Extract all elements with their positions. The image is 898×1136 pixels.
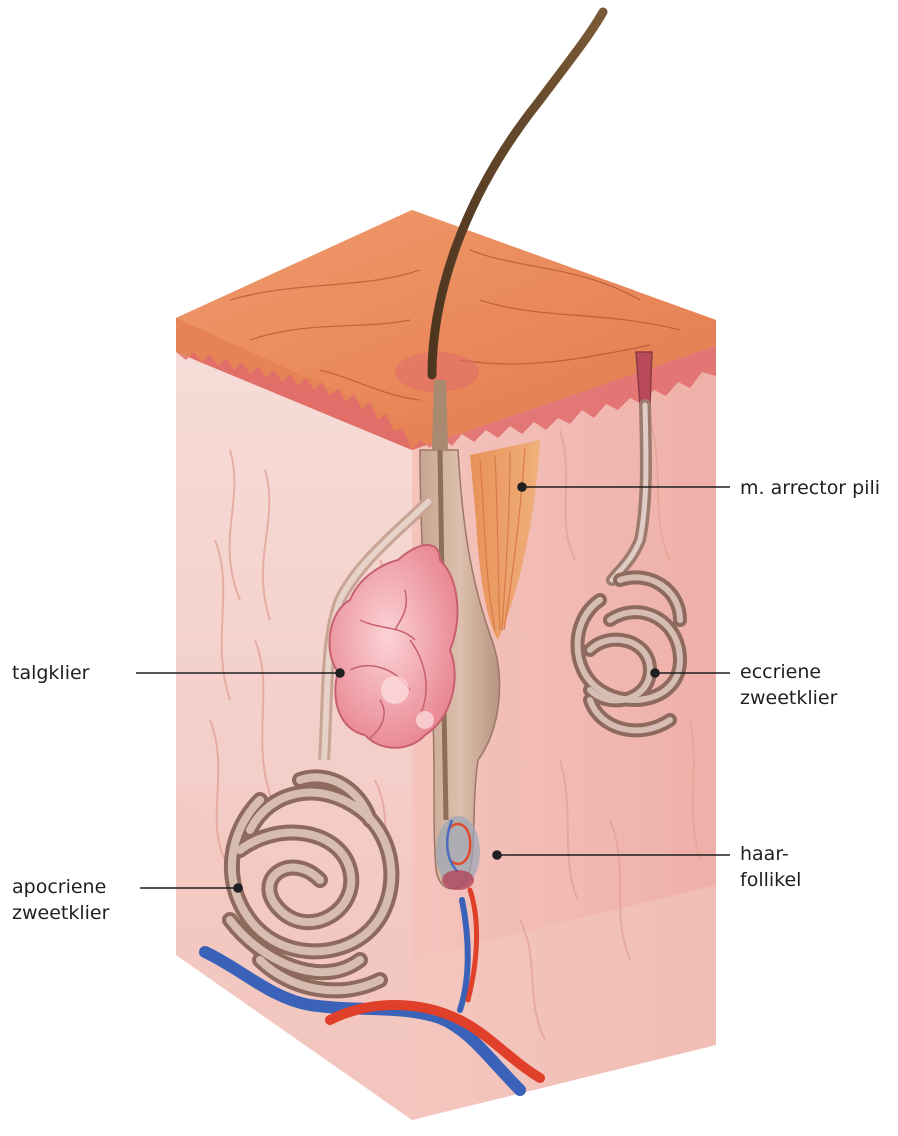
label-apocriene-line1: apocriene bbox=[12, 874, 109, 900]
pointer-apocrine bbox=[234, 884, 242, 892]
label-haarfollikel: haar- follikel bbox=[740, 841, 801, 893]
pointer-haar bbox=[493, 851, 501, 859]
pointer-arrector bbox=[518, 483, 526, 491]
label-apocriene-line2: zweetklier bbox=[12, 900, 109, 926]
label-eccriene-zweetklier: eccriene zweetklier bbox=[740, 659, 837, 711]
label-eccriene-line2: zweetklier bbox=[740, 685, 837, 711]
pointer-talg bbox=[336, 669, 344, 677]
label-haar-line2: follikel bbox=[740, 867, 801, 893]
label-arrector-pili: m. arrector pili bbox=[740, 475, 880, 501]
label-eccriene-line1: eccriene bbox=[740, 659, 837, 685]
pointer-eccrine bbox=[651, 669, 659, 677]
label-apocriene-zweetklier: apocriene zweetklier bbox=[12, 874, 109, 926]
label-talgklier: talgklier bbox=[12, 660, 90, 686]
label-haar-line1: haar- bbox=[740, 841, 801, 867]
